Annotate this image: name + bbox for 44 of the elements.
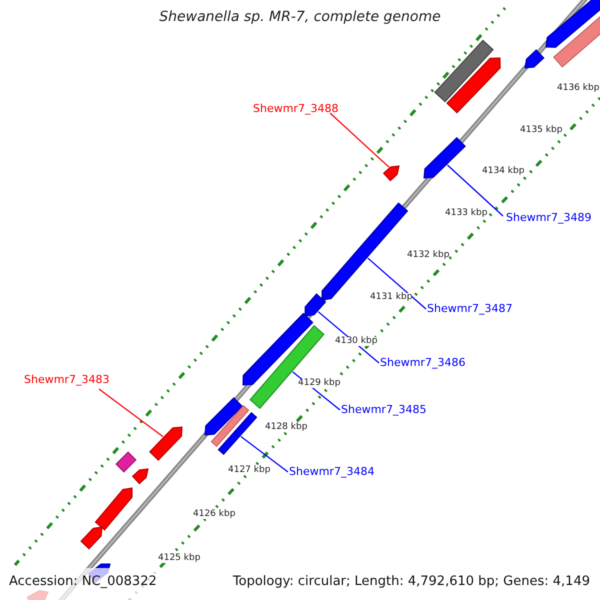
tick-label: 4134 kbp (482, 167, 524, 176)
leader-line (98, 388, 164, 438)
gene-feature (115, 451, 137, 473)
gene-feature (434, 40, 494, 102)
tick-label: 4133 kbp (445, 209, 488, 218)
gene-feature (210, 405, 250, 447)
accession-text: Accession: NC_008322 (9, 575, 157, 588)
gene-label: Shewmr7_3485 (341, 404, 426, 415)
gene-feature (149, 426, 183, 461)
leader-line (367, 258, 426, 310)
gene-feature (249, 325, 325, 409)
gene-feature (446, 58, 501, 114)
tick-label: 4127 kbp (228, 466, 270, 475)
tick-label: 4131 kbp (370, 293, 412, 302)
gene-feature (94, 487, 133, 531)
gene-feature (218, 412, 258, 455)
tick-label: 4128 kbp (265, 423, 308, 432)
gene-label: Shewmr7_3488 (253, 103, 338, 114)
leader-line (447, 164, 504, 216)
gene-feature (132, 468, 149, 484)
gene-label: Shewmr7_3487 (427, 303, 512, 314)
gene-label: Shewmr7_3489 (506, 212, 592, 223)
gene-feature (524, 49, 545, 69)
title: Shewanella sp. MR-7, complete genome (158, 10, 442, 24)
tick-label: 4126 kbp (193, 510, 236, 519)
gene-label: Shewmr7_3483 (24, 374, 110, 385)
tick-label: 4129 kbp (298, 379, 340, 388)
gene-feature (80, 526, 103, 550)
gene-feature (553, 16, 600, 68)
tick-label: 4136 kbp (557, 84, 600, 93)
gene-feature (423, 137, 466, 179)
gene-feature (545, 0, 600, 48)
tick-label: 4135 kbp (520, 126, 562, 135)
gene-feature (382, 165, 400, 182)
genome-info-text: Topology: circular; Length: 4,792,610 bp; Genes: 4,149 (232, 575, 590, 588)
gene-label: Shewmr7_3486 (380, 357, 466, 368)
gene-feature (304, 293, 326, 317)
tick-label: 4130 kbp (335, 337, 378, 346)
leader-line (240, 436, 288, 472)
gene-label: Shewmr7_3484 (289, 466, 374, 477)
leader-line (330, 112, 390, 168)
tick-label: 4125 kbp (158, 554, 200, 563)
gene-feature (204, 397, 243, 436)
tick-label: 4132 kbp (407, 251, 450, 260)
